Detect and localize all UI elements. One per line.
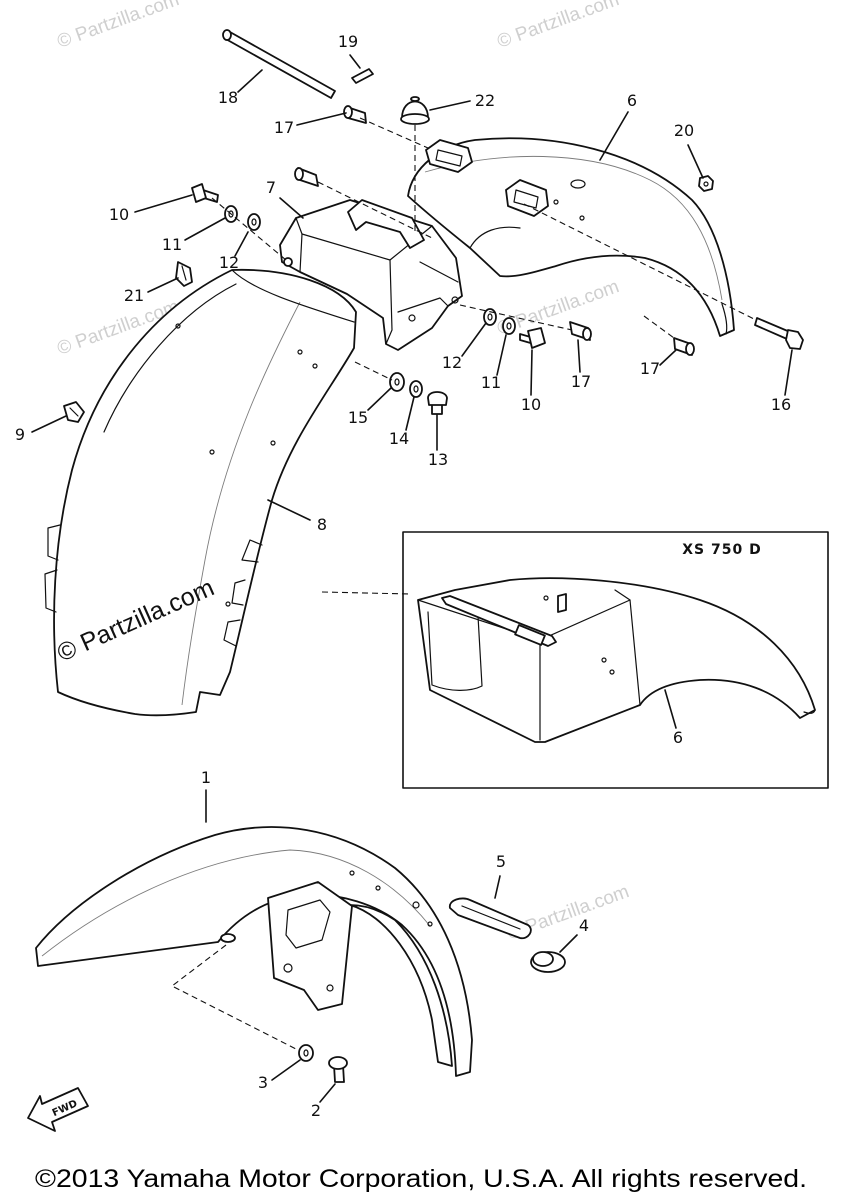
part-17-collar-right <box>569 321 592 341</box>
part-3-washer <box>298 1044 314 1062</box>
part-11-washer-right <box>502 317 516 335</box>
part-17-collar-far-right <box>673 337 695 356</box>
part-10-bolt-right <box>519 327 546 349</box>
callout-part-8: 8 <box>317 515 327 534</box>
callout-part-21: 21 <box>124 286 144 305</box>
callout-part-6-inset: 6 <box>673 728 683 747</box>
part-22-grommet <box>400 96 430 125</box>
part-4-grommet <box>530 951 566 973</box>
callout-part-11-right: 11 <box>481 373 501 392</box>
callout-part-18: 18 <box>218 88 238 107</box>
callout-part-17-right: 17 <box>571 372 591 391</box>
copyright-footer: ©2013 Yamaha Motor Corporation, U.S.A. A… <box>35 1165 807 1193</box>
callout-part-22: 22 <box>475 91 495 110</box>
part-14-washer <box>409 380 423 398</box>
inset-label: XS 750 D <box>682 542 761 558</box>
callout-part-12-right: 12 <box>442 353 462 372</box>
part-21-clip <box>175 261 193 287</box>
part-9-clip <box>63 401 85 423</box>
inset-xs750d: XS 750 D <box>402 531 829 789</box>
part-6-rear-fender-xs750d <box>417 577 816 743</box>
callout-part-12-top: 12 <box>219 253 239 272</box>
callout-part-10-right: 10 <box>521 395 541 414</box>
callout-part-17-top: 17 <box>274 118 294 137</box>
watermark: © Partzilla.com <box>55 0 182 53</box>
part-18-rod <box>222 29 336 99</box>
watermark: © Partzilla.com <box>495 0 622 53</box>
assembly-lines <box>170 117 757 1051</box>
part-17-collar-top <box>343 105 367 124</box>
callout-part-1: 1 <box>201 768 211 787</box>
callout-part-15: 15 <box>348 408 368 427</box>
part-17-collar-left <box>294 167 319 187</box>
part-7-bracket <box>279 199 463 351</box>
part-15-washer <box>389 372 405 392</box>
part-10-bolt-top <box>191 183 219 203</box>
callout-part-11-top: 11 <box>162 235 182 254</box>
front-fender-inner-bracket <box>267 881 353 1011</box>
callout-part-10-top: 10 <box>109 205 129 224</box>
fwd-arrow-icon: FWD <box>27 1087 89 1132</box>
part-20-nut <box>698 175 714 192</box>
callout-part-4: 4 <box>579 916 589 935</box>
part-8-rear-fender <box>44 268 357 717</box>
callout-part-14: 14 <box>389 429 409 448</box>
part-12-washer-top <box>247 213 261 231</box>
callout-part-9: 9 <box>15 425 25 444</box>
callout-part-6: 6 <box>627 91 637 110</box>
part-2-bolt <box>328 1056 348 1083</box>
part-16-bolt <box>754 317 804 350</box>
callout-part-13: 13 <box>428 450 448 469</box>
part-5-stay <box>449 897 532 940</box>
callout-part-17-far-right: 17 <box>640 359 660 378</box>
leader-lines <box>31 54 793 1103</box>
part-13-bolt <box>427 391 448 415</box>
callouts: 19 18 22 6 17 20 7 10 11 12 21 12 11 17 … <box>15 32 791 1120</box>
callout-part-20: 20 <box>674 121 694 140</box>
part-12-washer-right <box>483 308 497 326</box>
callout-part-5: 5 <box>496 852 506 871</box>
callout-part-3: 3 <box>258 1073 268 1092</box>
callout-part-2: 2 <box>311 1101 321 1120</box>
callout-part-7: 7 <box>266 178 276 197</box>
part-19-pin <box>351 68 374 84</box>
callout-part-19: 19 <box>338 32 358 51</box>
part-6-rear-fender <box>407 137 735 337</box>
part-1-front-fender <box>35 826 473 1077</box>
callout-part-16: 16 <box>771 395 791 414</box>
